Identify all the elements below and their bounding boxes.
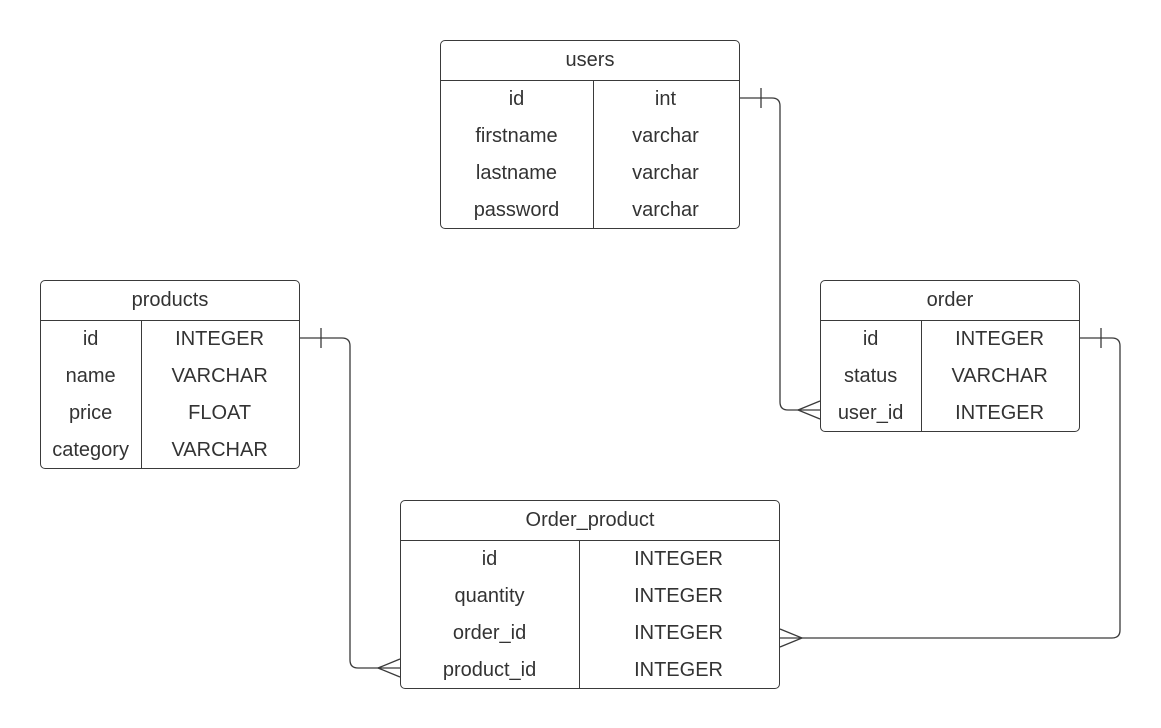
entity-products[interactable]: products id INTEGER name VARCHAR price F…: [40, 280, 300, 469]
rel-users-order-line: [740, 97, 820, 411]
entity-users[interactable]: users id int firstname varchar lastname …: [440, 40, 740, 229]
column-type: varchar: [632, 199, 699, 221]
table-row: name VARCHAR: [41, 358, 299, 395]
column-type: INTEGER: [634, 622, 723, 644]
column-type: int: [654, 88, 677, 110]
column-name: product_id: [442, 659, 537, 681]
column-type: INTEGER: [955, 328, 1045, 350]
entity-order[interactable]: order id INTEGER status VARCHAR user_id …: [820, 280, 1080, 432]
column-divider: [921, 321, 922, 431]
rel-products-orderproduct-many-marker: [376, 658, 401, 678]
column-name: firstname: [475, 125, 558, 147]
column-divider: [593, 81, 594, 228]
table-row: category VARCHAR: [41, 432, 299, 468]
table-row: firstname varchar: [441, 118, 739, 155]
column-type: INTEGER: [175, 328, 265, 350]
rel-products-orderproduct-line: [300, 337, 400, 669]
column-type: VARCHAR: [171, 439, 268, 461]
table-row: price FLOAT: [41, 395, 299, 432]
column-name: id: [82, 328, 99, 350]
table-row: product_id INTEGER: [401, 652, 779, 688]
column-name: lastname: [475, 162, 558, 184]
column-type: VARCHAR: [171, 365, 268, 387]
entity-order-product-title: Order_product: [401, 501, 779, 541]
column-type: INTEGER: [634, 585, 723, 607]
column-name: id: [508, 88, 525, 110]
entity-users-title: users: [441, 41, 739, 81]
column-name: id: [862, 328, 879, 350]
column-type: INTEGER: [634, 659, 723, 681]
entity-products-title: products: [41, 281, 299, 321]
column-name: price: [68, 402, 113, 424]
rel-users-order-many-marker: [796, 400, 821, 420]
column-name: category: [52, 439, 129, 461]
table-row: id INTEGER: [401, 541, 779, 578]
column-name: order_id: [452, 622, 527, 644]
column-type: FLOAT: [188, 402, 252, 424]
column-type: varchar: [632, 125, 699, 147]
column-type: varchar: [632, 162, 699, 184]
column-name: user_id: [837, 402, 904, 424]
table-row: id INTEGER: [821, 321, 1079, 358]
column-name: password: [473, 199, 560, 221]
table-row: status VARCHAR: [821, 358, 1079, 395]
table-row: password varchar: [441, 192, 739, 228]
rel-order-orderproduct-line: [780, 337, 1121, 639]
column-type: INTEGER: [955, 402, 1045, 424]
table-row: quantity INTEGER: [401, 578, 779, 615]
column-type: VARCHAR: [951, 365, 1048, 387]
column-name: name: [65, 365, 116, 387]
column-divider: [141, 321, 142, 468]
table-row: user_id INTEGER: [821, 395, 1079, 431]
column-name: quantity: [454, 585, 525, 607]
entity-order-title: order: [821, 281, 1079, 321]
column-name: status: [843, 365, 898, 387]
table-row: id INTEGER: [41, 321, 299, 358]
entity-order-product[interactable]: Order_product id INTEGER quantity INTEGE…: [400, 500, 780, 689]
table-row: id int: [441, 81, 739, 118]
table-row: lastname varchar: [441, 155, 739, 192]
column-divider: [579, 541, 580, 688]
column-type: INTEGER: [634, 548, 723, 570]
rel-order-orderproduct-many-marker: [779, 628, 804, 648]
column-name: id: [481, 548, 498, 570]
table-row: order_id INTEGER: [401, 615, 779, 652]
